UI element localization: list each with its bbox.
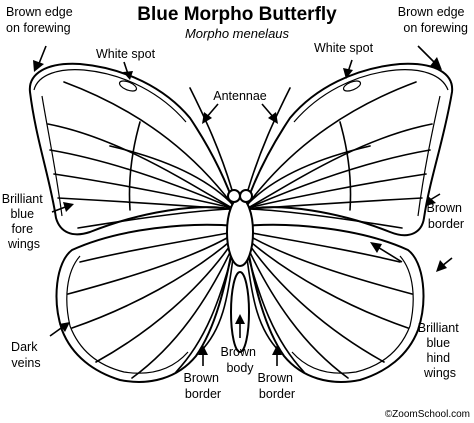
right-hindwing	[243, 223, 425, 383]
antenna-right	[247, 87, 291, 191]
label-brown-body: Brown body	[221, 345, 260, 375]
label-brown-border-bottom-right: Brown border	[258, 371, 297, 401]
diagram-title: Blue Morpho Butterfly	[137, 4, 337, 25]
right-forewing	[243, 62, 454, 237]
label-white-spot-left: White spot	[96, 47, 156, 61]
label-brown-edge-left: Brown edge on forewing	[6, 5, 76, 35]
label-brilliant-blue-fore-wings: Brilliant blue fore wings	[2, 192, 46, 251]
label-dark-veins: Dark veins	[11, 340, 41, 370]
white-spot-left-shape	[118, 80, 138, 92]
white-spot-right-shape	[342, 80, 362, 92]
label-antennae: Antennae	[213, 89, 267, 103]
copyright-notice: ©ZoomSchool.com	[385, 409, 470, 420]
label-brown-border-right: Brown border	[427, 201, 466, 231]
thorax	[226, 197, 254, 267]
left-hindwing	[55, 223, 237, 383]
left-forewing	[28, 62, 237, 236]
eye-right	[239, 189, 253, 203]
arrows	[33, 45, 453, 366]
eye-left	[227, 189, 241, 203]
label-brilliant-blue-hind-wings: Brilliant blue hind wings	[418, 321, 462, 380]
butterfly-body	[189, 87, 291, 353]
abdomen	[230, 271, 250, 353]
label-brown-edge-right: Brown edge on forewing	[398, 5, 468, 35]
antenna-left	[189, 87, 233, 191]
label-white-spot-right: White spot	[314, 41, 374, 55]
label-brown-border-bottom-left: Brown border	[184, 371, 223, 401]
diagram-subtitle: Morpho menelaus	[185, 26, 290, 41]
